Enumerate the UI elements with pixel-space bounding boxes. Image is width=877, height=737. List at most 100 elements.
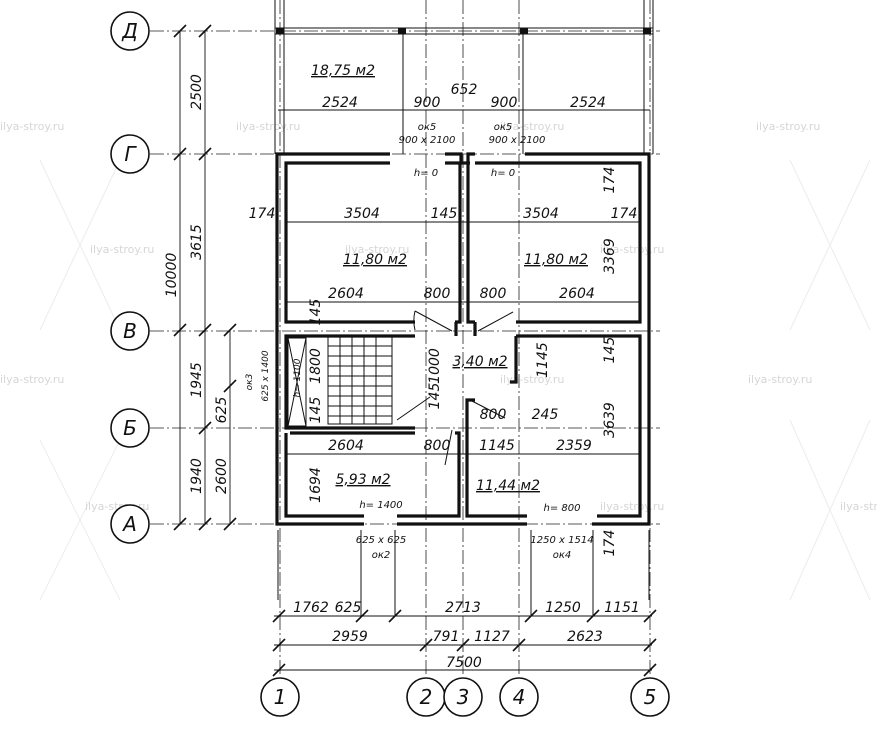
opening-size: 625 х 625: [356, 535, 406, 546]
dim-text: 625: [214, 397, 230, 424]
room-area-bedroom-lower: 11,44 м2: [476, 478, 540, 494]
opening-label: ок5: [494, 122, 513, 133]
room-area-balcony: 18,75 м2: [311, 63, 375, 79]
dim-text: 2604: [559, 286, 595, 302]
dim-text: 174: [602, 530, 618, 557]
opening-height: h= 1100: [293, 358, 303, 397]
axis-label: А: [121, 512, 137, 536]
doors: [396, 310, 514, 466]
dim-text: 7500: [446, 655, 482, 671]
dim-text: 2623: [567, 629, 603, 645]
watermark-text: ilya-stroy.ru: [0, 120, 64, 133]
room-area-bathroom: 5,93 м2: [335, 472, 390, 488]
watermark-text: ilya-stroy.ru: [0, 373, 64, 386]
axis-markers-numbers: 1 2 3 4 5: [260, 677, 670, 717]
watermark-text: ilya-stroy.ru: [756, 120, 820, 133]
dim-text: 2600: [214, 458, 230, 494]
dim-text: 1127: [474, 629, 510, 645]
dim-text: 3639: [602, 402, 618, 438]
dim-text: 245: [532, 407, 559, 423]
dim-text: 1145: [535, 342, 551, 378]
dim-text: 652: [451, 82, 478, 98]
opening-labels: ок5 900 х 2100 ок5 900 х 2100 h= 0 h= 0 …: [356, 122, 594, 561]
dim-text: 145: [308, 299, 324, 326]
watermark-text: ilya-stroy.ru: [236, 120, 300, 133]
dim-text: 2959: [332, 629, 368, 645]
watermark-text: ilya-stroy.ru: [500, 120, 564, 133]
opening-size: 900 х 2100: [399, 135, 456, 146]
dim-text: 3615: [189, 224, 205, 260]
dim-text: 174: [249, 206, 276, 222]
axis-label: 4: [513, 685, 526, 709]
staircase: [287, 335, 393, 427]
dim-text: 1940: [189, 458, 205, 494]
dim-text: 800: [424, 438, 451, 454]
axis-label: Б: [123, 416, 137, 440]
watermark-text: ilya-stroy.ru: [500, 373, 564, 386]
watermark-text: ilya-stroy.ru: [600, 500, 664, 513]
dim-text: 2524: [570, 95, 606, 111]
axis-label: 1: [274, 685, 287, 709]
dim-text: 1250: [545, 600, 581, 616]
dim-text: 800: [480, 286, 507, 302]
opening-label: ок3: [245, 373, 255, 390]
dim-text: 1945: [189, 362, 205, 398]
dim-text: 174: [611, 206, 638, 222]
dimension-lines: [173, 24, 657, 677]
dim-text: 1800: [308, 348, 324, 384]
watermark-text: ilya-stroy.ru: [90, 243, 154, 256]
room-areas: 18,75 м2 11,80 м2 11,80 м2 3,40 м2 5,93 …: [311, 63, 588, 494]
opening-size: 625 х 1400: [261, 350, 271, 401]
dim-text: 2359: [556, 438, 592, 454]
dim-text: 1151: [604, 600, 640, 616]
opening-height: h= 0: [414, 168, 438, 179]
dim-text: 145: [602, 337, 618, 364]
terrace: [274, 0, 654, 154]
dim-text: 1145: [479, 438, 515, 454]
dim-text: 900: [414, 95, 441, 111]
dim-text: 2604: [328, 286, 364, 302]
opening-height: h= 800: [544, 503, 581, 514]
dim-text: 2713: [445, 600, 481, 616]
dim-text: 625: [335, 600, 362, 616]
dim-text: 1762: [293, 600, 329, 616]
vertical-dimension-texts: 10000 2500 3615 1945 625 1940 2600 174 3…: [164, 74, 618, 556]
room-area-hall: 3,40 м2: [452, 354, 507, 370]
opening-size: 900 х 2100: [489, 135, 546, 146]
axis-label: Г: [124, 142, 137, 166]
room-area-bedroom-right: 11,80 м2: [524, 252, 588, 268]
opening-label: ок5: [418, 122, 437, 133]
axis-label: 5: [644, 685, 657, 709]
dim-text: 3504: [344, 206, 380, 222]
dim-text: 900: [491, 95, 518, 111]
room-area-bedroom-left: 11,80 м2: [343, 252, 407, 268]
dim-text: 2524: [322, 95, 358, 111]
axis-label: 2: [420, 685, 433, 709]
watermark-text: ilya-stroy.ru: [748, 373, 812, 386]
dim-text: 800: [424, 286, 451, 302]
dim-text: 2604: [328, 438, 364, 454]
opening-label: ок4: [553, 550, 572, 561]
dim-text: 3369: [602, 238, 618, 274]
axis-label: 3: [457, 685, 470, 709]
watermark-text: ilya-stroy.ru: [840, 500, 877, 513]
opening-height: h= 0: [491, 168, 515, 179]
dim-text: 145: [308, 397, 324, 424]
dim-text: 791: [433, 629, 460, 645]
dim-text: 3504: [523, 206, 559, 222]
dim-text: 145: [427, 383, 443, 410]
dim-text: 2500: [189, 74, 205, 110]
horizontal-dimension-texts: 2524 900 652 900 2524 174 3504 145 3504 …: [249, 82, 640, 671]
dim-text: 1000: [427, 348, 443, 384]
dim-text: 145: [431, 206, 458, 222]
dim-text: 174: [602, 167, 618, 194]
watermark-text: ilya-stroy.ru: [345, 243, 409, 256]
opening-size: 1250 х 1514: [530, 535, 593, 546]
dim-text: 800: [480, 407, 507, 423]
axis-label: В: [123, 319, 137, 343]
axis-label: Д: [121, 19, 138, 43]
dim-text: 1694: [308, 467, 324, 503]
dim-text: 10000: [164, 253, 180, 298]
opening-height: h= 1400: [359, 500, 402, 511]
